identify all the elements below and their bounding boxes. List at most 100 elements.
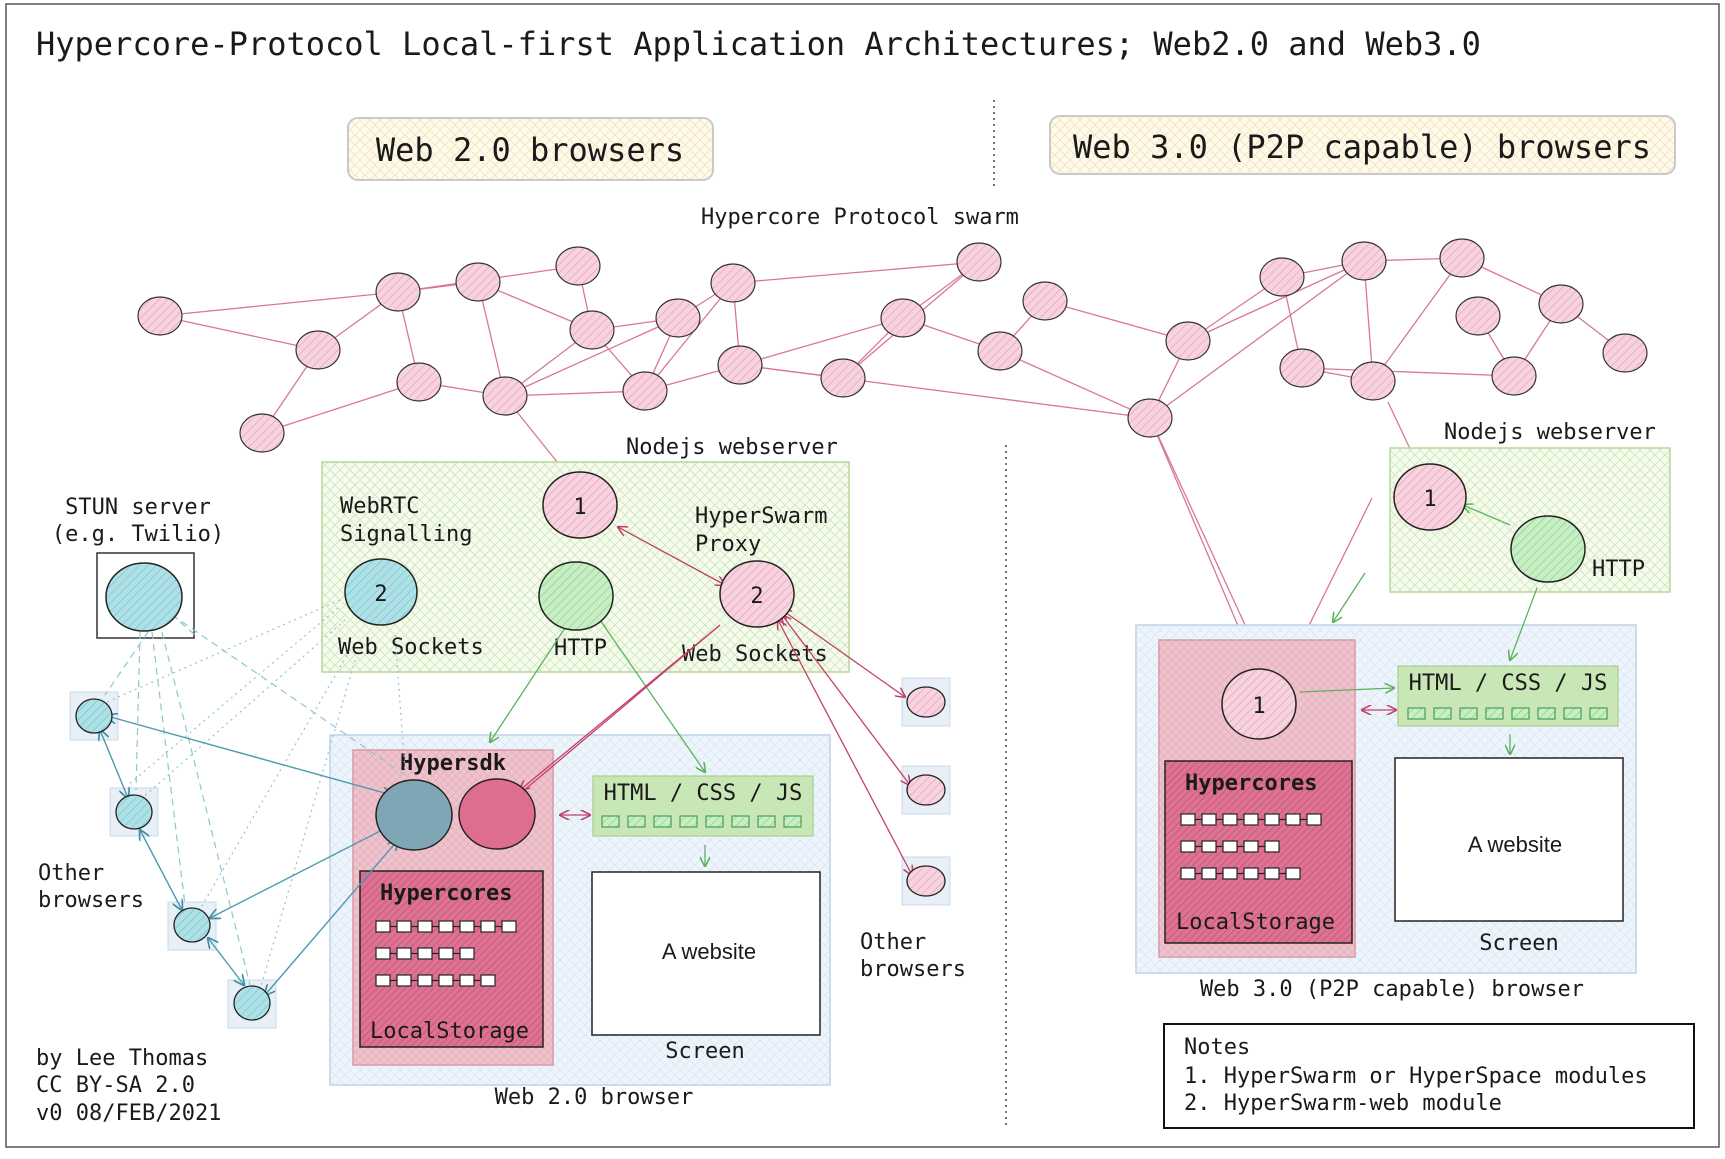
swarm-node [396,362,442,402]
web2-banner-text: Web 2.0 browsers [376,131,684,169]
code-block [1511,707,1530,720]
web3-banner-text: Web 3.0 (P2P capable) browsers [1073,128,1651,166]
hypercore-block [1222,840,1238,853]
swarm-edge [732,261,980,284]
web2-node-2-right: 2 [719,560,795,628]
swarm-node [455,262,501,302]
swarm-node [1538,284,1584,324]
code-block [783,815,802,828]
hypercore-block [1222,867,1238,880]
hypersdk-blue-node [375,779,453,851]
notes-box [1163,1023,1695,1129]
hypercore-block [1285,867,1301,880]
web3-html-blocks [1407,707,1608,720]
swarm-label: Hypercore Protocol swarm [701,205,1019,230]
other-browsers-right-1: Other [860,930,926,955]
stun-label-1: STUN server [65,495,211,520]
hypercore-block [459,974,475,987]
code-block [1459,707,1478,720]
swarm-edge [999,350,1151,419]
swarm-node [1491,356,1537,396]
swarm-edge [1301,367,1515,377]
stun-server-node [105,562,183,632]
swarm-edge [261,381,420,434]
hyperswarm-label-1: HyperSwarm [695,504,827,529]
hypercore-block [417,920,433,933]
swarm-edge [159,315,319,351]
swarm-edge [1363,260,1374,382]
stun-label-2: (e.g. Twilio) [52,522,224,547]
hypercore-block [396,920,412,933]
swarm-edge [1044,300,1189,342]
swarm-node [1602,333,1648,373]
swarm-node [977,331,1023,371]
web3-hypercores-label: Hypercores [1185,771,1317,796]
hypercore-block [438,974,454,987]
code-block [627,815,646,828]
swarm-node [482,376,528,416]
web2-localstorage-label: LocalStorage [370,1019,529,1044]
hypercore-block [1180,867,1196,880]
svg-text:1: 1 [1252,694,1265,719]
hypercore-block [1180,840,1196,853]
code-block [757,815,776,828]
web2-screen-box [591,871,821,1036]
hypercore-block [1243,840,1259,853]
hypercore-block [1180,813,1196,826]
notes-item-2: 2. HyperSwarm-web module [1184,1091,1502,1116]
code-block [1563,707,1582,720]
code-block [601,815,620,828]
web2-html-label: HTML / CSS / JS [604,781,803,806]
swarm-node [1455,296,1501,336]
web3-website-label: A website [1468,832,1562,857]
swarm-node [375,272,421,312]
hypercore-block [1306,813,1322,826]
swarm-edge [1372,257,1463,382]
p2p-connections [100,716,398,995]
svg-text:2: 2 [750,584,763,609]
other-browsers-right-2: browsers [860,957,966,982]
diagram-title: Hypercore-Protocol Local-first Applicati… [36,25,1481,63]
web2-node-1: 1 [542,471,618,539]
code-block [679,815,698,828]
swarm-edge [1149,260,1365,419]
hypercore-block [1264,867,1280,880]
hypercore-block [480,920,496,933]
hypercore-block [375,947,391,960]
hypercore-block [1243,867,1259,880]
code-block [1407,707,1426,720]
web3-hypercore-blocks [1180,813,1322,880]
code-block [1537,707,1556,720]
web3-server-label: Nodejs webserver [1444,420,1656,445]
code-block [653,815,672,828]
web2-screen-label: Screen [665,1039,744,1064]
code-block [1589,707,1608,720]
code-block [1485,707,1504,720]
swarm-node [956,242,1002,282]
swarm-node [655,298,701,338]
hypercore-block [1243,813,1259,826]
hypercore-block [1222,813,1238,826]
swarm-edge [739,317,904,366]
web2-node-2-left: 2 [344,558,418,626]
web3-html-label: HTML / CSS / JS [1409,671,1608,696]
hypercore-block [396,947,412,960]
right-peer-nodes [906,686,946,897]
swarm-node [1127,398,1173,438]
swarm-node [622,371,668,411]
hypercore-block [375,920,391,933]
hypercore-block [375,974,391,987]
swarm-node [555,246,601,286]
swarm-node [239,413,285,453]
web2-browser-label: Web 2.0 browser [495,1085,694,1110]
web3-browser-label: Web 3.0 (P2P capable) browser [1200,977,1584,1002]
hypersdk-pink-node [458,778,536,850]
web2-http-label: HTTP [554,636,607,661]
web2-node-http [538,561,614,631]
swarm-node [1022,281,1068,321]
hypercore-block [480,974,496,987]
hypercore-block [438,947,454,960]
web3-browser-node-1: 1 [1221,668,1297,740]
swarm-node [710,263,756,303]
